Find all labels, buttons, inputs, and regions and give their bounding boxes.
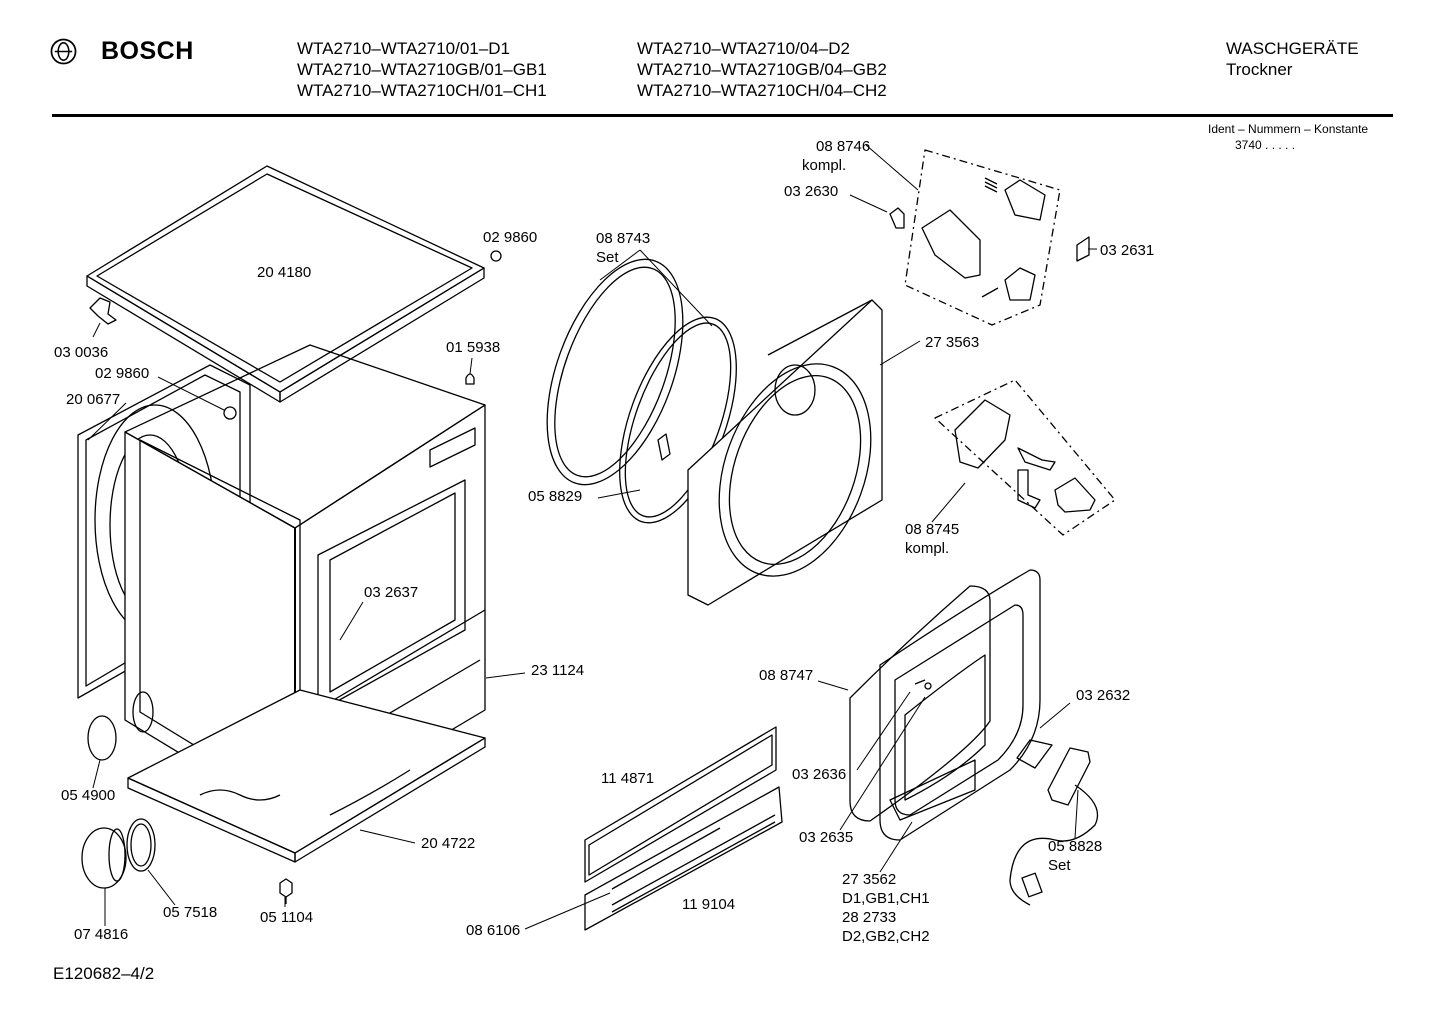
part-label-231124: 23 1124	[531, 662, 585, 679]
part-label-029860-top: 02 9860	[483, 229, 538, 246]
model-line: WTA2710–WTA2710/01–D1	[297, 39, 510, 58]
part-label-015938: 01 5938	[446, 339, 501, 356]
part-variant: D2,GB2,CH2	[842, 928, 930, 945]
part-note: kompl.	[905, 540, 950, 557]
part-label-204722: 20 4722	[421, 835, 476, 852]
category-subtitle: Trockner	[1226, 60, 1293, 79]
part-label-058829: 05 8829	[528, 488, 583, 505]
part-label-032636: 03 2636	[792, 766, 847, 783]
part-label-032630: 03 2630	[784, 183, 839, 200]
control-panels	[584, 726, 783, 931]
leader-lines	[87, 144, 1097, 930]
base-plate	[127, 689, 486, 863]
model-line: WTA2710–WTA2710GB/04–GB2	[637, 60, 887, 79]
part-label-032631: 03 2631	[1100, 242, 1155, 259]
part-note: kompl.	[802, 157, 847, 174]
header-rule	[52, 114, 1393, 117]
part-label-088746: 08 8746 kompl.	[802, 137, 871, 175]
model-line: WTA2710–WTA2710/04–D2	[637, 39, 850, 58]
part-number: 05 8828	[1048, 838, 1103, 855]
part-variant: D1,GB1,CH1	[842, 890, 930, 907]
small-parts-left	[81, 250, 502, 904]
part-label-200677: 20 0677	[66, 391, 121, 408]
part-number: 08 8743	[596, 230, 651, 247]
part-label-051104: 05 1104	[260, 909, 314, 926]
ident-value: 3740 . . . . .	[1235, 138, 1296, 152]
model-list-2: WTA2710–WTA2710/04–D2 WTA2710–WTA2710GB/…	[637, 38, 887, 101]
part-number: 08 8746	[816, 138, 871, 155]
part-label-032632: 03 2632	[1076, 687, 1131, 704]
part-label-074816: 07 4816	[74, 926, 129, 943]
model-line: WTA2710–WTA2710GB/01–GB1	[297, 60, 547, 79]
top-cover	[86, 165, 485, 403]
part-number: 28 2733	[842, 909, 897, 926]
drawing-code: E120682–4/2	[53, 964, 155, 983]
category-title: WASCHGERÄTE	[1226, 39, 1359, 58]
part-label-088747: 08 8747	[759, 667, 814, 684]
latch-set	[889, 149, 1090, 326]
part-label-273563: 27 3563	[925, 334, 980, 351]
brand-name: BOSCH	[101, 37, 194, 65]
part-label-086106: 08 6106	[466, 922, 521, 939]
part-label-054900: 05 4900	[61, 787, 116, 804]
part-label-058828: 05 8828 Set	[1048, 837, 1102, 875]
part-label-088743: 08 8743 Set	[596, 229, 650, 267]
part-number: 27 3562	[842, 871, 897, 888]
part-note: Set	[1048, 857, 1071, 874]
part-label-032635: 03 2635	[799, 829, 854, 846]
ident-title: Ident – Nummern – Konstante	[1208, 122, 1369, 136]
part-label-029860-side: 02 9860	[95, 365, 150, 382]
front-panel	[687, 299, 883, 606]
part-label-088745: 08 8745 kompl.	[905, 520, 959, 558]
door-frame	[849, 569, 1041, 841]
model-list-1: WTA2710–WTA2710/01–D1 WTA2710–WTA2710GB/…	[297, 38, 547, 101]
part-label-204180: 20 4180	[257, 264, 312, 281]
category: WASCHGERÄTE Trockner	[1226, 38, 1359, 80]
part-label-032637: 03 2637	[364, 584, 419, 601]
model-line: WTA2710–WTA2710CH/01–CH1	[297, 81, 547, 100]
part-number: 08 8745	[905, 521, 960, 538]
switch-set	[934, 379, 1116, 536]
part-label-273562: 27 3562 D1,GB1,CH1 28 2733 D2,GB2,CH2	[842, 870, 930, 946]
part-label-057518: 05 7518	[163, 904, 218, 921]
part-label-119104: 11 9104	[682, 896, 736, 913]
bosch-armature-icon	[50, 38, 77, 65]
small-parts-right	[1009, 739, 1099, 906]
model-line: WTA2710–WTA2710CH/04–CH2	[637, 81, 887, 100]
part-note: Set	[596, 249, 619, 266]
door-seal-rings	[546, 258, 737, 524]
brand-logo: BOSCH	[50, 37, 194, 66]
part-label-030036: 03 0036	[54, 344, 109, 361]
part-label-114871: 11 4871	[601, 770, 655, 787]
